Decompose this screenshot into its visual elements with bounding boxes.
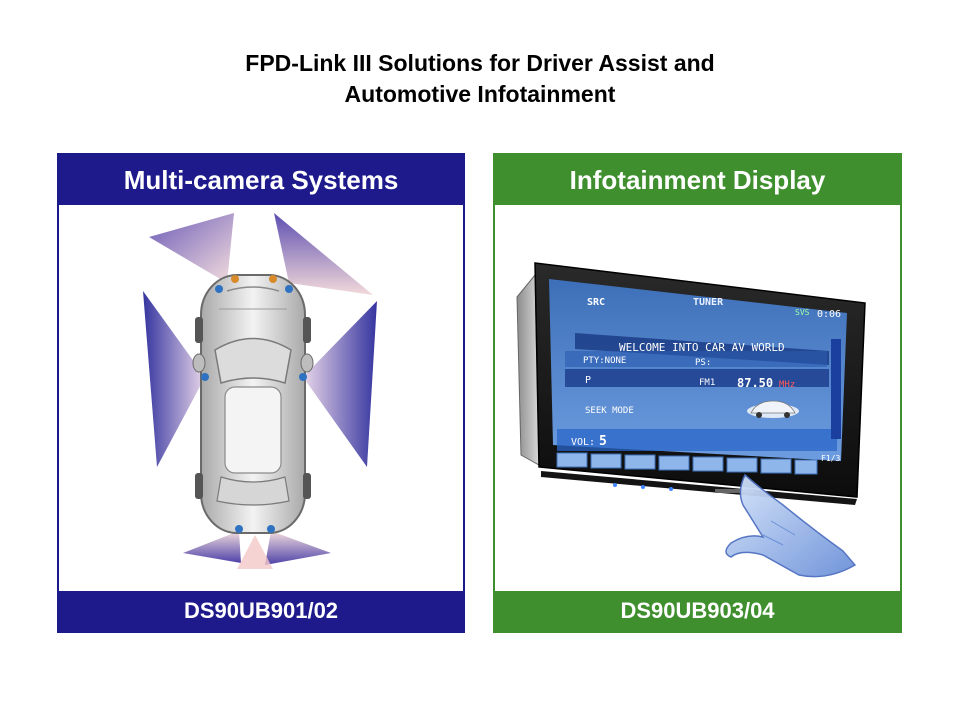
car-icon — [192, 274, 314, 534]
screen-src-label: SRC — [587, 297, 605, 308]
multi-camera-header: Multi-camera Systems — [59, 155, 463, 205]
hand-pointer-icon — [725, 473, 857, 578]
screen-frequency: 87.50 — [737, 376, 773, 390]
camera-icon-front-right — [285, 285, 293, 293]
slide-title-line-1: FPD-Link III Solutions for Driver Assist… — [245, 50, 715, 76]
screen-time: 0:06 — [817, 309, 841, 320]
camera-icon-front-left — [215, 285, 223, 293]
infotainment-illustration: SRC TUNER SVS 0:06 WELCOME INTO CAR AV W… — [516, 262, 866, 578]
rear-left-camera-view — [183, 531, 241, 563]
screen-frequency-unit: MHz — [779, 380, 795, 390]
screen-volume-value: 5 — [599, 434, 607, 449]
screen-ticker: WELCOME INTO CAR AV WORLD — [619, 341, 785, 354]
multi-camera-part-number: DS90UB901/02 — [59, 591, 463, 631]
left-camera-view — [143, 291, 205, 467]
touchscreen-icon: SRC TUNER SVS 0:06 WELCOME INTO CAR AV W… — [516, 262, 866, 505]
camera-icon-left-mirror — [201, 373, 209, 381]
screen-mode-label: TUNER — [693, 297, 724, 308]
screen-preset-label: P — [585, 375, 591, 386]
multi-camera-illustration — [143, 213, 377, 569]
screen-pty-label: PTY:NONE — [583, 356, 626, 366]
front-left-camera-view — [149, 213, 234, 283]
front-right-camera-view — [274, 213, 373, 295]
right-camera-view — [303, 301, 377, 467]
camera-icon-front-left-center — [231, 275, 239, 283]
screen-seek-mode: SEEK MODE — [585, 406, 634, 416]
rear-right-camera-view — [265, 531, 331, 565]
slide-title: FPD-Link III Solutions for Driver Assist… — [0, 48, 960, 110]
screen-volume-label: VOL: — [571, 437, 595, 448]
screen-car-icon — [747, 400, 799, 418]
infotainment-panel: Infotainment Display — [493, 153, 902, 633]
screen-page-label: F1/3 — [821, 454, 840, 463]
screen-svs-label: SVS — [795, 308, 810, 317]
screen-ps-label: PS: — [695, 358, 711, 368]
slide-title-line-2: Automotive Infotainment — [344, 81, 616, 107]
screen-softkeys — [556, 452, 818, 475]
camera-icon-front-right-center — [269, 275, 277, 283]
infotainment-header: Infotainment Display — [495, 155, 900, 205]
camera-icon-rear-left — [235, 525, 243, 533]
infotainment-part-number: DS90UB903/04 — [495, 591, 900, 631]
multi-camera-panel: Multi-camera Systems — [57, 153, 465, 633]
camera-icon-rear-right — [267, 525, 275, 533]
screen-band: FM1 — [699, 378, 715, 388]
camera-icon-right-mirror — [299, 373, 307, 381]
